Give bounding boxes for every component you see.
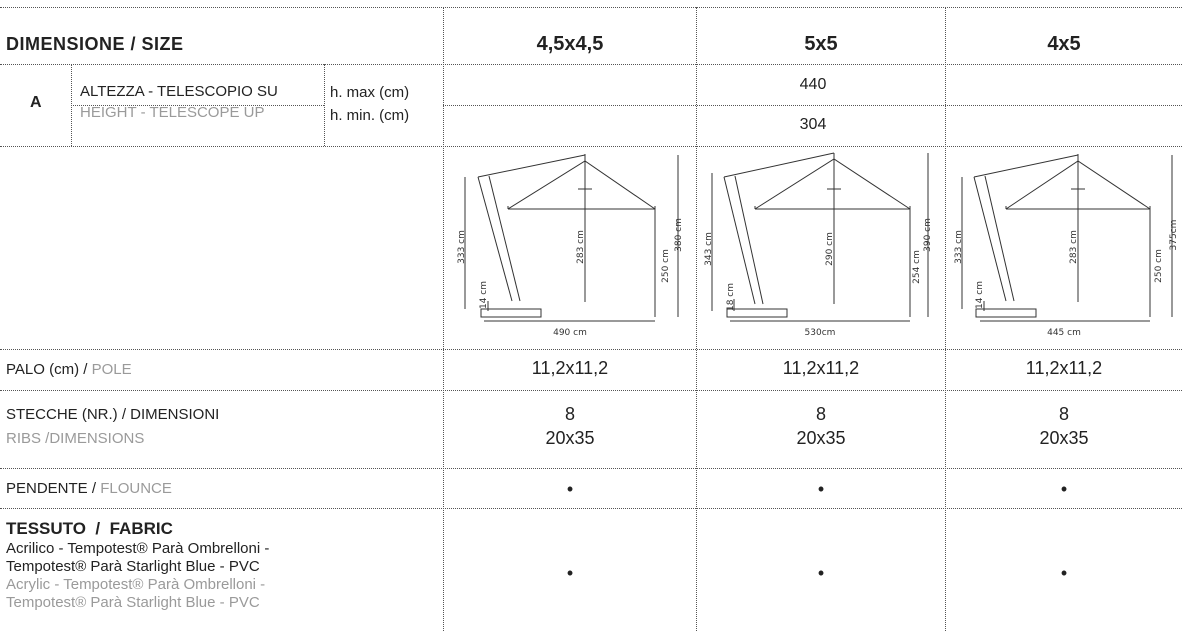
separator: / xyxy=(125,34,142,54)
fabric-it-line: Acrilico - Tempotest® Parà Ombrelloni - xyxy=(6,540,270,557)
fabric-it-line: Tempotest® Parà Starlight Blue - PVC xyxy=(6,558,260,575)
fabric-dot: • xyxy=(817,563,825,583)
row-divider xyxy=(0,468,1182,469)
fabric-dot: • xyxy=(1060,563,1068,583)
hmin-label: h. min. (cm) xyxy=(330,107,410,124)
row-divider-partial xyxy=(71,105,324,106)
fabric-dot: • xyxy=(566,563,574,583)
pole-value: 11,2x11,2 xyxy=(782,358,860,378)
base-height-dim: 14 cm xyxy=(975,281,985,309)
height-label-it: ALTEZZA - TELESCOPIO SU xyxy=(80,83,278,100)
column-divider xyxy=(324,64,325,146)
column-divider xyxy=(696,7,697,631)
column-divider xyxy=(945,7,946,631)
flounce-dot: • xyxy=(1060,479,1068,499)
width-dim: 530cm xyxy=(805,328,836,338)
pole-height-dim: 283 cm xyxy=(576,230,586,264)
ribs-dimensions: 20x35 xyxy=(1039,428,1089,448)
ribs-count: 8 xyxy=(1058,404,1069,424)
ribs-dimensions: 20x35 xyxy=(545,428,595,448)
hmax-label: h. max (cm) xyxy=(330,84,410,101)
column-divider xyxy=(443,7,444,631)
left-height-dim: 343 cm xyxy=(704,232,714,266)
total-height-dim: 380 cm xyxy=(674,218,684,252)
pole-value: 11,2x11,2 xyxy=(531,358,609,378)
width-dim: 490 cm xyxy=(553,328,587,338)
pole-label-it: PALO (cm) xyxy=(6,361,80,378)
total-height-dim: 375cm xyxy=(1169,220,1179,251)
size-header-en: SIZE xyxy=(141,34,184,54)
fabric-title: TESSUTO / FABRIC xyxy=(6,519,173,538)
flounce-label-en: FLOUNCE xyxy=(100,480,172,497)
size-column-header: 4,5x4,5 xyxy=(536,33,604,55)
pole-label-en: POLE xyxy=(91,361,132,378)
fabric-en-line: Acrylic - Tempotest® Parà Ombrelloni - xyxy=(6,576,266,593)
separator: / xyxy=(87,480,101,497)
row-divider xyxy=(0,64,1182,65)
left-height-dim: 333 cm xyxy=(954,230,964,264)
pole-height-dim: 283 cm xyxy=(1069,230,1079,264)
width-dim: 445 cm xyxy=(1047,328,1081,338)
size-column-header: 5x5 xyxy=(804,33,838,55)
left-height-dim: 333 cm xyxy=(457,230,467,264)
size-header-label: DIMENSIONE / SIZE xyxy=(6,34,184,55)
row-divider xyxy=(0,349,1182,350)
umbrella-drawing-5x5: 343 cm 18 cm 290 cm 254 cm 390 cm 530cm xyxy=(704,152,933,338)
base-height-dim: 18 cm xyxy=(726,283,736,311)
inner-height-dim: 250 cm xyxy=(661,249,671,283)
row-divider xyxy=(0,146,1182,147)
separator: / xyxy=(79,361,92,378)
row-divider xyxy=(0,508,1182,509)
row-divider-partial xyxy=(443,105,1182,106)
flounce-label-it: PENDENTE xyxy=(6,480,88,497)
row-divider xyxy=(0,7,1182,8)
row-divider xyxy=(0,390,1182,391)
ribs-dimensions: 20x35 xyxy=(796,428,846,448)
fabric-en-line: Tempotest® Parà Starlight Blue - PVC xyxy=(6,594,260,611)
ribs-count: 8 xyxy=(815,404,826,424)
ribs-label-en: RIBS /DIMENSIONS xyxy=(6,430,145,447)
umbrella-drawing-4-5x4-5: 333 cm 14 cm 283 cm 250 cm 380 cm 490 cm xyxy=(457,154,684,338)
hmax-value: 440 xyxy=(799,76,827,93)
flounce-dot: • xyxy=(566,479,574,499)
flounce-label: PENDENTE / FLOUNCE xyxy=(6,480,172,497)
umbrella-drawing-4x5: 333 cm 14 cm 283 cm 250 cm 375cm 445 cm xyxy=(954,154,1179,338)
pole-label: PALO (cm) / POLE xyxy=(6,361,132,378)
hmin-value: 304 xyxy=(799,116,827,133)
size-header-it: DIMENSIONE xyxy=(6,34,126,54)
height-label-en: HEIGHT - TELESCOPE UP xyxy=(80,104,265,121)
column-divider xyxy=(71,64,72,146)
ribs-count: 8 xyxy=(564,404,575,424)
ribs-label-it: STECCHE (NR.) / DIMENSIONI xyxy=(6,406,220,423)
size-column-header: 4x5 xyxy=(1047,33,1081,55)
inner-height-dim: 250 cm xyxy=(1154,249,1164,283)
pole-height-dim: 290 cm xyxy=(825,232,835,266)
row-letter: A xyxy=(30,94,42,111)
total-height-dim: 390 cm xyxy=(923,218,933,252)
inner-height-dim: 254 cm xyxy=(912,250,922,284)
flounce-dot: • xyxy=(817,479,825,499)
pole-value: 11,2x11,2 xyxy=(1025,358,1103,378)
base-height-dim: 14 cm xyxy=(479,281,489,309)
